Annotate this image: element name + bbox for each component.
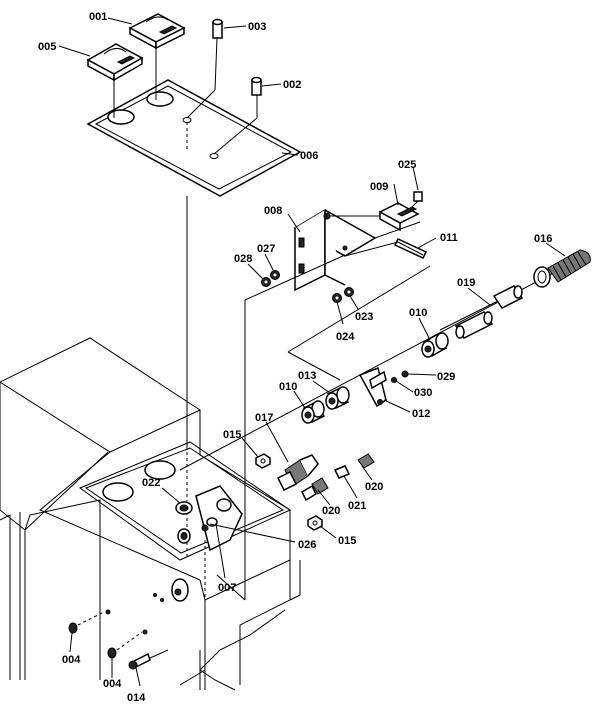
grommet-022	[175, 501, 193, 515]
nut-015-top	[255, 453, 271, 469]
screw-003	[212, 18, 223, 39]
console-body	[0, 337, 301, 691]
bolt-021	[333, 465, 351, 479]
plate-007	[195, 485, 243, 552]
label-030: 030	[414, 387, 432, 399]
pin-029	[401, 370, 409, 378]
fastener-004-a	[68, 622, 78, 634]
label-001: 001	[89, 11, 107, 23]
label-006: 006	[300, 150, 318, 162]
label-029: 029	[437, 371, 455, 383]
panel-plate-006	[86, 79, 302, 197]
label-015-top: 015	[223, 429, 241, 441]
label-008: 008	[264, 205, 282, 217]
knob-020-lower	[301, 477, 329, 502]
label-019: 019	[457, 277, 475, 289]
switch-cap-001	[128, 13, 186, 50]
label-022: 022	[142, 477, 160, 489]
nut-015-lower	[307, 515, 323, 531]
bushing-010-right	[421, 332, 449, 358]
label-005: 005	[38, 41, 56, 53]
screw-025	[409, 191, 423, 210]
bolt-014	[128, 652, 151, 670]
label-025: 025	[398, 159, 416, 171]
label-012: 012	[412, 408, 430, 420]
spring-011	[393, 238, 428, 259]
label-020-upper: 020	[365, 481, 383, 493]
washer-026	[177, 528, 191, 544]
knob-020-upper	[357, 453, 375, 469]
label-009: 009	[370, 181, 388, 193]
nut-027	[270, 270, 280, 280]
label-010-right: 010	[409, 307, 427, 319]
label-011: 011	[440, 232, 458, 244]
label-017: 017	[255, 412, 273, 424]
nut-028	[261, 277, 271, 287]
label-leaders	[58, 17, 566, 687]
label-015-lower: 015	[338, 535, 356, 547]
part-labels: 001 003 005 002 006 025 009 008 011 016 …	[38, 11, 552, 704]
switch-009	[378, 202, 420, 232]
label-016: 016	[534, 233, 552, 245]
label-027: 027	[257, 243, 275, 255]
label-026: 026	[298, 539, 316, 551]
screw-002	[251, 76, 262, 96]
switch-cap-005	[86, 43, 144, 82]
pin-030	[391, 377, 397, 383]
label-024: 024	[336, 331, 355, 343]
washer-024	[332, 293, 342, 303]
label-023: 023	[355, 311, 373, 323]
label-003: 003	[248, 21, 266, 33]
nut-023	[344, 287, 354, 297]
grip-016	[533, 249, 591, 288]
lever-012	[358, 366, 387, 408]
bushing-013	[325, 386, 350, 410]
label-007: 007	[218, 582, 236, 594]
fastener-004-b	[107, 647, 117, 659]
label-021: 021	[348, 500, 366, 512]
tube-019	[454, 285, 524, 339]
bushing-010-left	[301, 400, 326, 424]
label-013: 013	[298, 370, 316, 382]
label-002: 002	[283, 79, 301, 91]
label-010-left: 010	[279, 381, 297, 393]
label-028: 028	[234, 253, 252, 265]
switch-017	[276, 454, 319, 492]
label-004-a: 004	[62, 654, 81, 666]
label-004-b: 004	[103, 678, 122, 690]
label-014: 014	[127, 692, 146, 704]
label-020-lower: 020	[322, 505, 340, 517]
bracket-008	[293, 209, 377, 292]
